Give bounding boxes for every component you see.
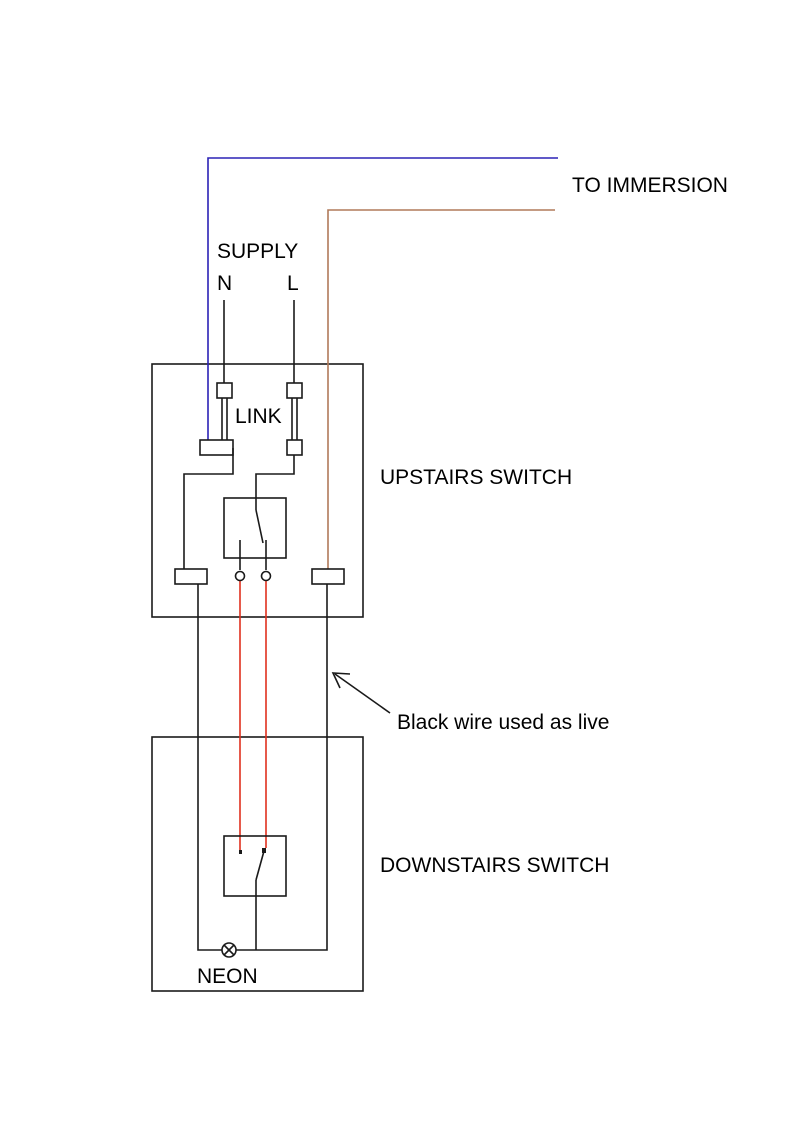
terminal-bottom-left (174, 568, 208, 585)
downstairs-switch-label: DOWNSTAIRS SWITCH (380, 854, 609, 877)
supply-label: SUPPLY (217, 240, 298, 263)
link-label: LINK (235, 405, 282, 428)
terminal-neutral (199, 439, 234, 456)
neon-icon (221, 942, 237, 958)
strapper-terminal-1 (234, 570, 246, 582)
neutral-internal-wire (183, 448, 234, 570)
downstairs-switch-box (151, 736, 364, 992)
neon-label: NEON (197, 965, 258, 988)
neutral-label: N (217, 272, 232, 295)
upstairs-switch-body (223, 497, 287, 559)
strapper-terminal-2 (260, 570, 272, 582)
black-wire-arrow-head (331, 672, 351, 689)
downstairs-contact-right (262, 848, 266, 853)
downstairs-contact-left (239, 850, 242, 854)
black-wire-left (197, 584, 222, 951)
downstairs-switch-body (223, 835, 287, 897)
upstairs-switch-label: UPSTAIRS SWITCH (380, 466, 572, 489)
live-wire-to-immersion (327, 209, 555, 576)
live-label: L (287, 272, 299, 295)
black-wire-note-label: Black wire used as live (397, 711, 609, 734)
downstairs-switch-lever (255, 850, 265, 881)
live-internal-wire (255, 455, 295, 510)
terminal-live (286, 439, 303, 456)
black-wire-arrow-line (334, 673, 391, 714)
terminal-supply-neutral (216, 382, 233, 399)
upstairs-switch-lever (255, 509, 264, 544)
to-immersion-label: TO IMMERSION (572, 174, 728, 197)
terminal-supply-live (286, 382, 303, 399)
black-wire-right (236, 584, 328, 951)
upstairs-switch-box (151, 363, 364, 618)
neutral-wire-to-immersion (207, 157, 558, 442)
terminal-bottom-right (311, 568, 345, 585)
